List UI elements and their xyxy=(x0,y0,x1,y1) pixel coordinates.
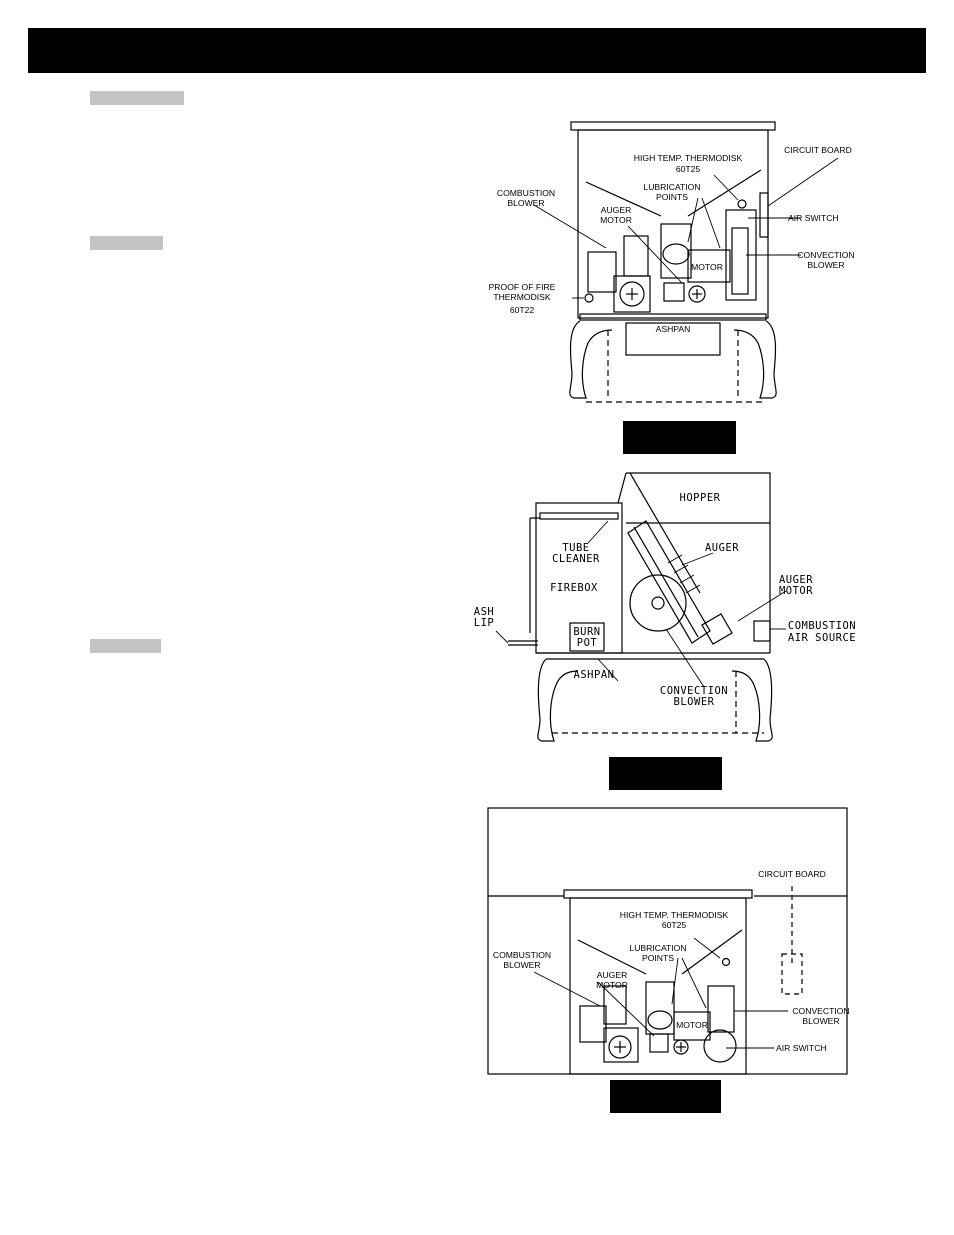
label-convection-blower: BLOWER xyxy=(807,260,844,270)
label-blower: BLOWER xyxy=(674,696,715,708)
label-auger: AUGER xyxy=(597,970,628,980)
side-view-diagram: HOPPER TUBE CLEANER AUGER FIREBOX AUGER … xyxy=(474,472,856,742)
figure-2-caption-bar xyxy=(609,757,722,790)
label-ashpan: ASHPAN xyxy=(656,324,691,334)
label-auger-motor: MOTOR xyxy=(596,980,628,990)
label-auger-motor: MOTOR xyxy=(600,215,632,225)
label-combustion-blower: BLOWER xyxy=(507,198,544,208)
rear-view-diagram: HIGH TEMP. THERMODISK 60T25 CIRCUIT BOAR… xyxy=(489,121,855,403)
figure-side-view: HOPPER TUBE CLEANER AUGER FIREBOX AUGER … xyxy=(468,463,865,745)
label-lubrication: LUBRICATION xyxy=(629,943,686,953)
label-convection: CONVECTION xyxy=(660,685,728,697)
label-ash: ASH xyxy=(474,606,494,618)
label-combustion: COMBUSTION xyxy=(497,188,555,198)
label-auger: AUGER xyxy=(601,205,632,215)
label-convection: CONVECTION xyxy=(792,1006,849,1016)
label-combustion-blower: BLOWER xyxy=(503,960,540,970)
label-circuit-board: CIRCUIT BOARD xyxy=(784,145,852,155)
figure-rear-view-alternate: CIRCUIT BOARD HIGH TEMP. THERMODISK 60T2… xyxy=(486,806,849,1076)
label-lip: LIP xyxy=(474,617,494,629)
label-lubrication: LUBRICATION xyxy=(643,182,700,192)
label-pot: POT xyxy=(577,637,598,649)
heading-tab-3 xyxy=(90,639,161,653)
label-auger: AUGER xyxy=(705,542,739,554)
figure-rear-view: HIGH TEMP. THERMODISK 60T25 CIRCUIT BOAR… xyxy=(476,118,857,408)
label-firebox: FIREBOX xyxy=(550,582,598,594)
label-combustion: COMBUSTION xyxy=(493,950,551,960)
label-cleaner: CLEANER xyxy=(552,553,600,565)
label-air-switch: AIR SWITCH xyxy=(788,213,839,223)
label-points: POINTS xyxy=(642,953,674,963)
label-convection: CONVECTION xyxy=(797,250,854,260)
label-auger-motor-1: AUGER xyxy=(779,574,813,586)
label-auger-motor-2: MOTOR xyxy=(779,585,813,597)
label-high-temp-thermodisk: HIGH TEMP. THERMODISK xyxy=(620,910,729,920)
label-air-source: AIR SOURCE xyxy=(788,632,856,644)
label-ashpan: ASHPAN xyxy=(574,669,615,681)
label-convection-blower: BLOWER xyxy=(802,1016,839,1026)
label-motor-box: MOTOR xyxy=(676,1020,708,1030)
heading-tab-2 xyxy=(90,236,163,250)
heading-tab-1 xyxy=(90,91,184,105)
label-tube: TUBE xyxy=(562,542,589,554)
label-circuit-board: CIRCUIT BOARD xyxy=(758,869,826,879)
label-points: POINTS xyxy=(656,192,688,202)
label-air-switch: AIR SWITCH xyxy=(776,1043,827,1053)
label-combustion: COMBUSTION xyxy=(788,620,856,632)
label-motor-box: MOTOR xyxy=(691,262,723,272)
figure-1-caption-bar xyxy=(623,421,736,454)
rear-view-alternate-diagram: CIRCUIT BOARD HIGH TEMP. THERMODISK 60T2… xyxy=(487,807,849,1075)
label-hopper: HOPPER xyxy=(680,492,721,504)
label-high-temp-code: 60T25 xyxy=(676,164,701,174)
label-proof-thermodisk: THERMODISK xyxy=(493,292,551,302)
label-high-temp-thermodisk: HIGH TEMP. THERMODISK xyxy=(634,153,743,163)
label-burn: BURN xyxy=(573,626,600,638)
label-high-temp-code: 60T25 xyxy=(662,920,687,930)
section-header-bar xyxy=(28,28,926,73)
figure-3-caption-bar xyxy=(610,1080,721,1113)
label-proof-of-fire: PROOF OF FIRE xyxy=(489,282,556,292)
label-proof-code: 60T22 xyxy=(510,305,535,315)
